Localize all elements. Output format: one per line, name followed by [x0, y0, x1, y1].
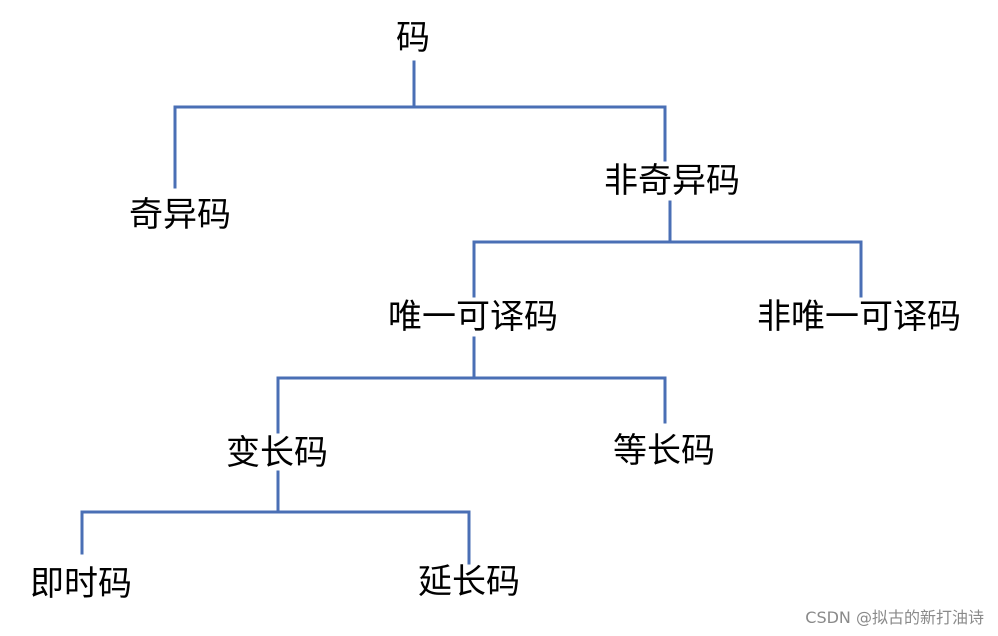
node-non-singular-code: 非奇异码: [604, 161, 740, 201]
node-non-uniquely-decodable-code: 非唯一可译码: [757, 297, 961, 337]
watermark-text: CSDN @拟古的新打油诗: [805, 608, 984, 627]
node-variable-length-code: 变长码: [226, 433, 328, 473]
node-uniquely-decodable-code: 唯一可译码: [388, 297, 558, 337]
node-singular-code: 奇异码: [129, 195, 231, 235]
node-root: 码: [396, 18, 430, 58]
node-fixed-length-code: 等长码: [613, 431, 715, 471]
node-instantaneous-code: 即时码: [30, 564, 132, 604]
node-delayed-code: 延长码: [418, 562, 520, 602]
